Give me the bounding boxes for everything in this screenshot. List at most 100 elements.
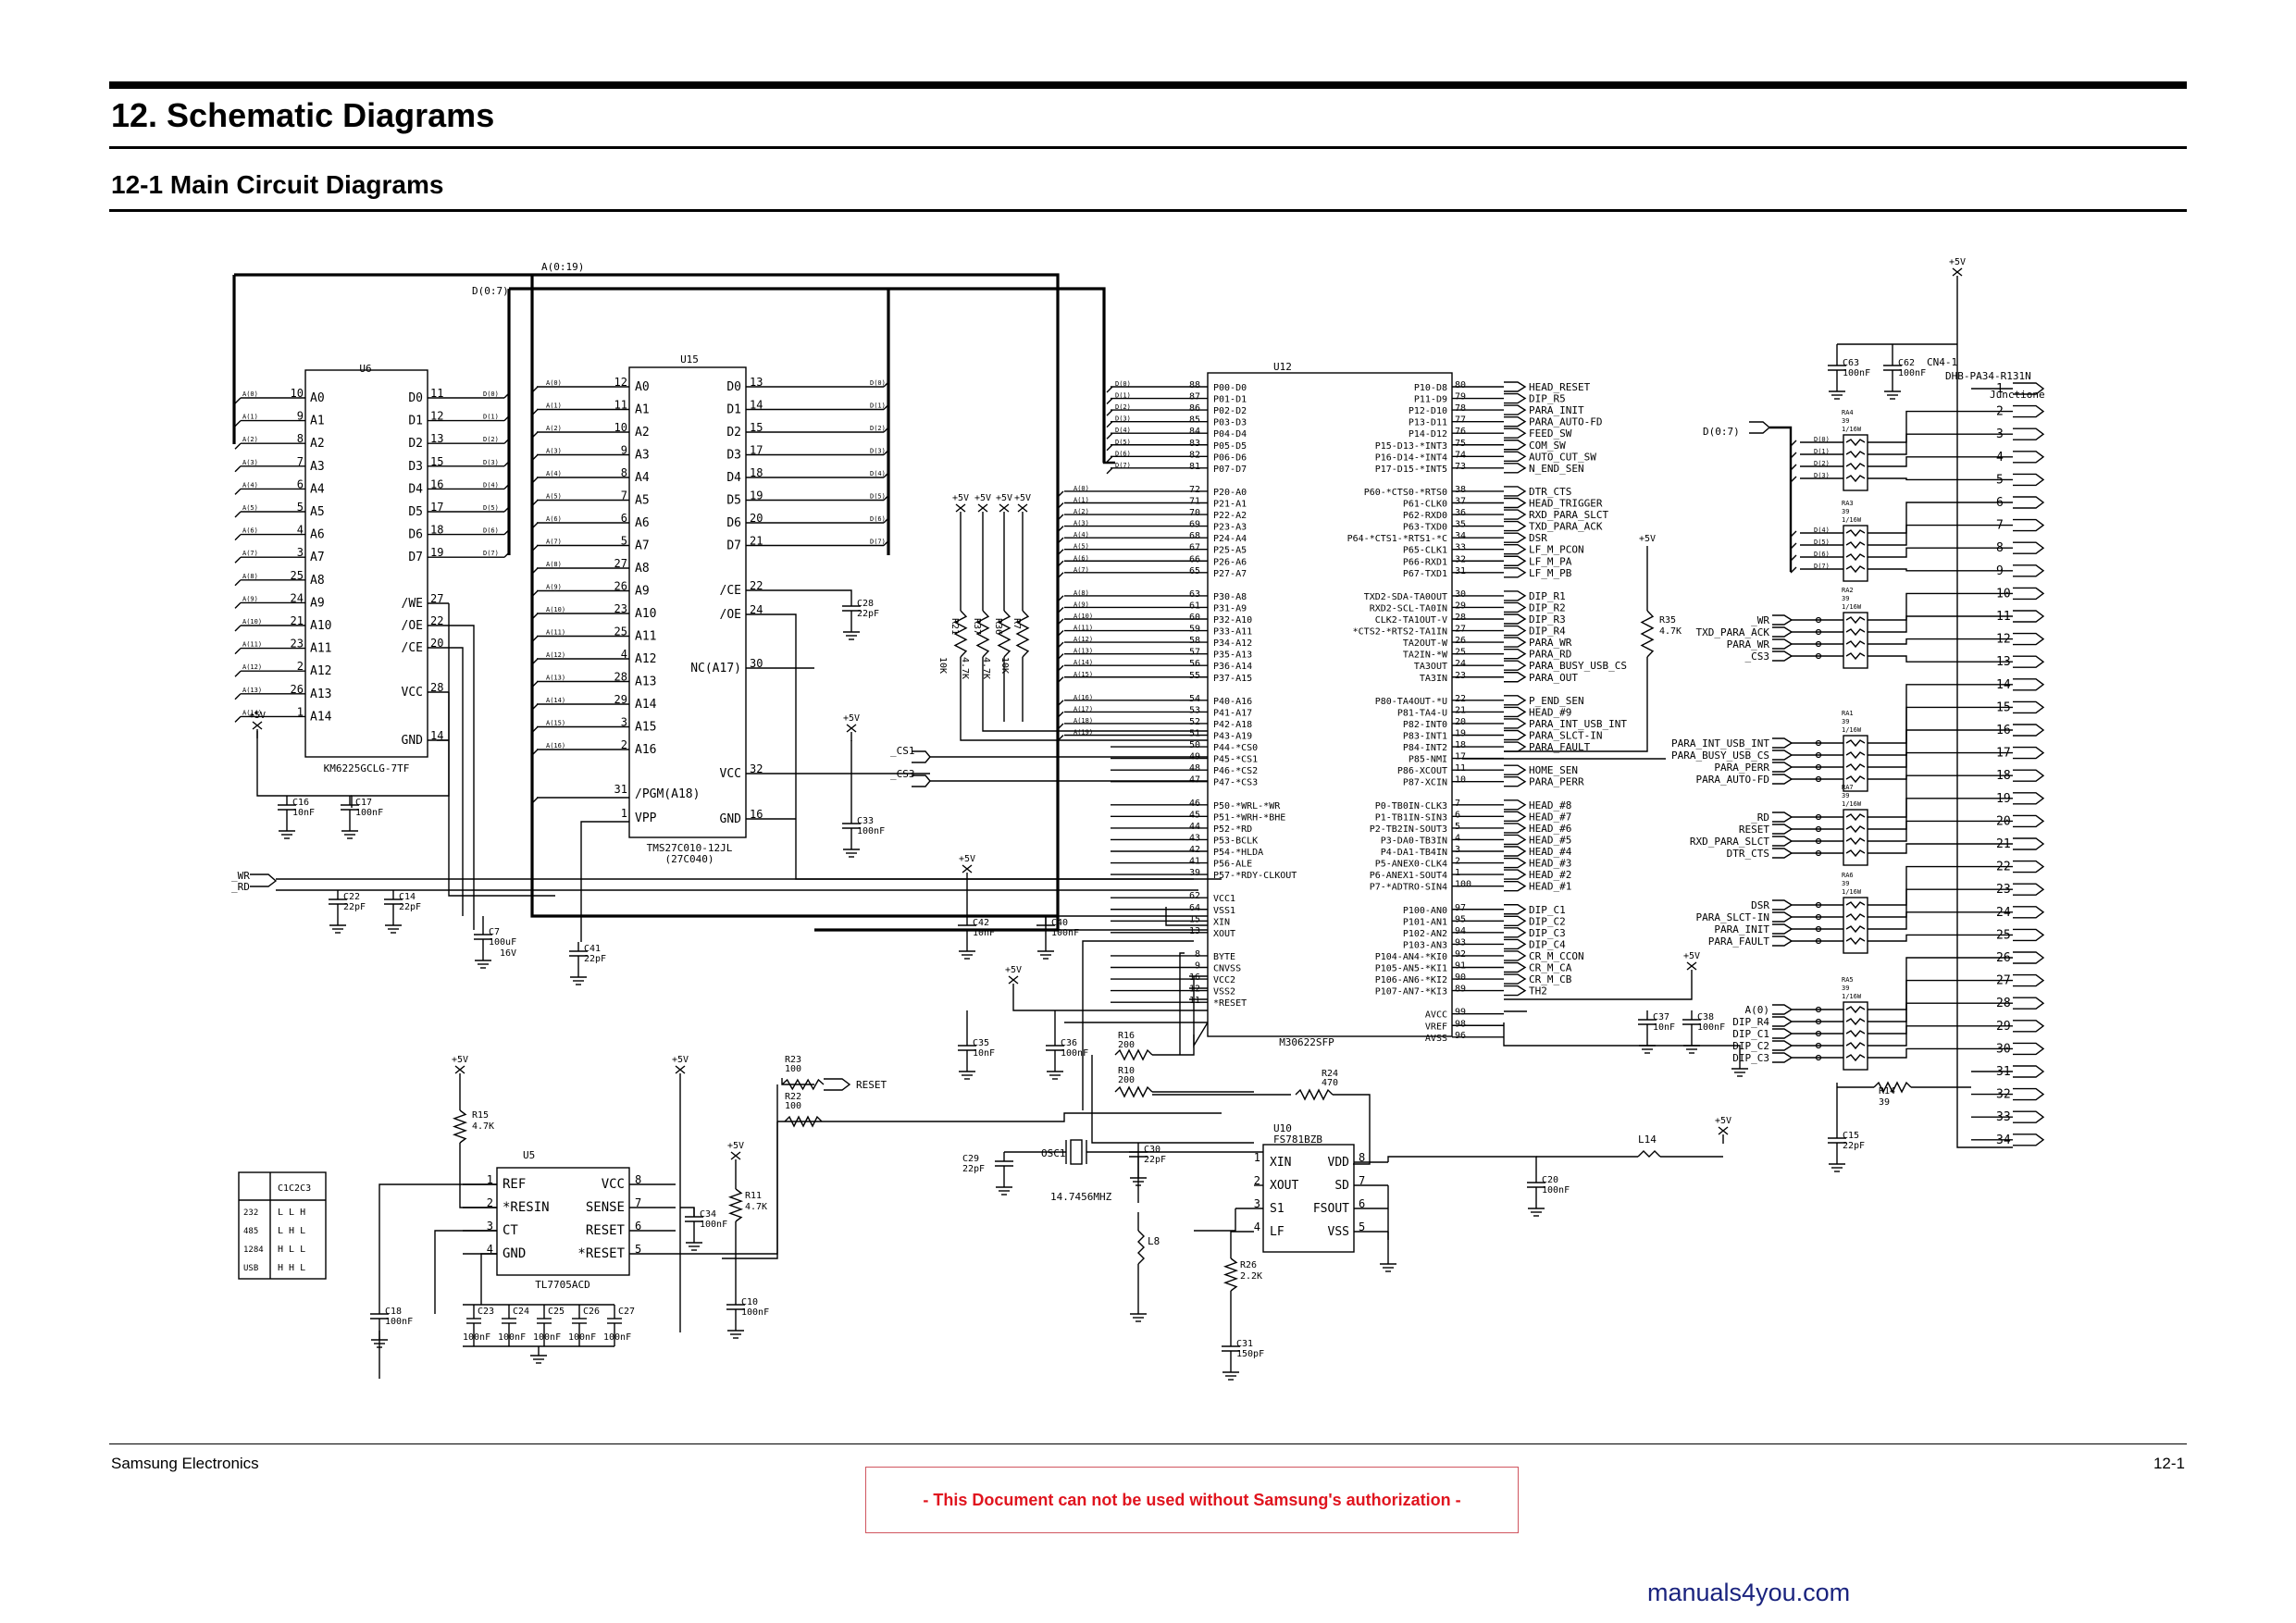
u12-pin-label: P80-TA4OUT-*U (1375, 697, 1447, 707)
section-rule (109, 209, 2187, 212)
u12-net: A(9) (1074, 601, 1089, 608)
resistor-array-net: D(0) (1814, 436, 1830, 443)
wire (1504, 973, 1527, 985)
connector-pin-num: 5 (1996, 473, 2004, 487)
resistor-array-net: PARA_PERR (1714, 762, 1769, 774)
u12-pin-label: P16-D14-*INT4 (1375, 452, 1447, 463)
connector-pin-num: 13 (1996, 655, 2011, 669)
u12-pin-num: 94 (1455, 926, 1466, 936)
u12-net-label: HEAD_RESET (1529, 381, 1591, 393)
connector-pin-num: 4 (1996, 451, 2004, 465)
u12-pin-num: 39 (1189, 868, 1200, 878)
u12-pin-label: P11-D9 (1414, 395, 1447, 405)
cap-ref: C31 (1236, 1339, 1253, 1349)
u6-pin-label: A8 (310, 574, 325, 588)
u12-pin-num: 80 (1455, 380, 1466, 390)
wire (1179, 952, 1185, 1055)
wire (1504, 415, 1527, 427)
wr-label: _WR (231, 870, 250, 882)
u12-pin-label: VCC1 (1213, 894, 1235, 904)
u5-pin-num: 7 (635, 1196, 641, 1209)
wire (1057, 572, 1064, 579)
wire (1504, 637, 1527, 648)
wire (252, 721, 263, 730)
authorization-notice-text: - This Document can not be used without … (923, 1490, 1461, 1509)
wire (1504, 601, 1527, 613)
wire (1057, 723, 1064, 730)
u6-pin-num: 6 (297, 477, 304, 490)
wire (1845, 825, 1866, 834)
wire (1504, 764, 1527, 775)
u12-pin-label: P4-DA1-TB4IN (1381, 848, 1447, 858)
wire (234, 715, 242, 723)
wire (1152, 1035, 1195, 1056)
connector-pin-num: 19 (1996, 792, 2011, 806)
u12-pin-label: P03-D3 (1213, 418, 1247, 428)
u12-net-label: PARA_FAULT (1529, 741, 1591, 753)
pullup-ref: R21 (949, 618, 960, 635)
u15-pin-num: 20 (750, 512, 763, 525)
wire (1868, 729, 1971, 768)
u12-pin-label: P101-AN1 (1403, 917, 1447, 927)
wire (449, 625, 475, 930)
wire (846, 724, 857, 733)
u12-net-label: FEED_SW (1529, 427, 1572, 440)
wire (1504, 857, 1527, 869)
wire (1868, 615, 1971, 633)
u12-pin-num: 51 (1189, 729, 1200, 739)
wire (1504, 660, 1527, 671)
wire (1772, 923, 1793, 935)
u12-pin-num: 98 (1455, 1019, 1466, 1029)
wire (531, 749, 539, 756)
u15-net: D(1) (870, 403, 886, 410)
cap-ref: C7 (489, 927, 500, 937)
u6-pin-num: 10 (291, 387, 304, 400)
u12-pin-num: 77 (1455, 415, 1466, 426)
wire (1057, 537, 1064, 544)
wire (1772, 762, 1793, 773)
mode-table-mode: 232 (243, 1208, 258, 1218)
u12-pin-label: AVCC (1425, 1010, 1447, 1021)
wire (503, 415, 511, 422)
cap-value: 100nF (1898, 368, 1926, 378)
u15-pin-num: 6 (621, 512, 627, 525)
wire (1504, 625, 1527, 637)
u12-pin-num: 10 (1455, 775, 1466, 786)
wire (730, 1151, 741, 1160)
u10-pin-num: 4 (1254, 1220, 1260, 1233)
res-value: 39 (1879, 1097, 1890, 1108)
u12-pin-num: 37 (1455, 497, 1466, 507)
cap-ref: C40 (1051, 918, 1068, 928)
u15-pin-label: A10 (635, 607, 656, 621)
u12-pin-num: 36 (1455, 508, 1466, 518)
wire (1845, 1030, 1866, 1038)
u12-pin-label: P7-*ADTRO-SIN4 (1370, 883, 1447, 893)
wire (1012, 993, 1208, 1011)
u12-pin-num: 97 (1455, 903, 1466, 913)
u5-pin-num: 8 (635, 1173, 641, 1186)
wire (1504, 451, 1527, 462)
cap-value: 100nF (385, 1317, 413, 1327)
u6-body (304, 369, 428, 758)
u12-pin-label: P06-D6 (1213, 452, 1247, 463)
wire (1504, 915, 1527, 926)
u12-pin-label: VREF (1425, 1022, 1447, 1032)
wire (531, 454, 539, 461)
u6-pin-label: A13 (310, 688, 331, 701)
connector-pin-num: 32 (1996, 1088, 2011, 1102)
wire (1790, 530, 1797, 538)
u15-pin-label: D4 (726, 471, 741, 485)
u12-pin-num: 45 (1189, 810, 1200, 820)
wire (1845, 913, 1866, 922)
u12-net: A(1) (1074, 497, 1089, 504)
u12-pin-label: VSS1 (1213, 906, 1235, 916)
wire (1868, 843, 1971, 854)
wire (1845, 475, 1866, 483)
u15-pin-num: 29 (614, 693, 627, 706)
u6-net: D(7) (483, 550, 499, 557)
wire (1504, 567, 1527, 578)
wire (1057, 711, 1064, 718)
cap-ref: C15 (1843, 1131, 1859, 1141)
u12-net: A(11) (1074, 625, 1093, 632)
wire (1504, 927, 1527, 938)
